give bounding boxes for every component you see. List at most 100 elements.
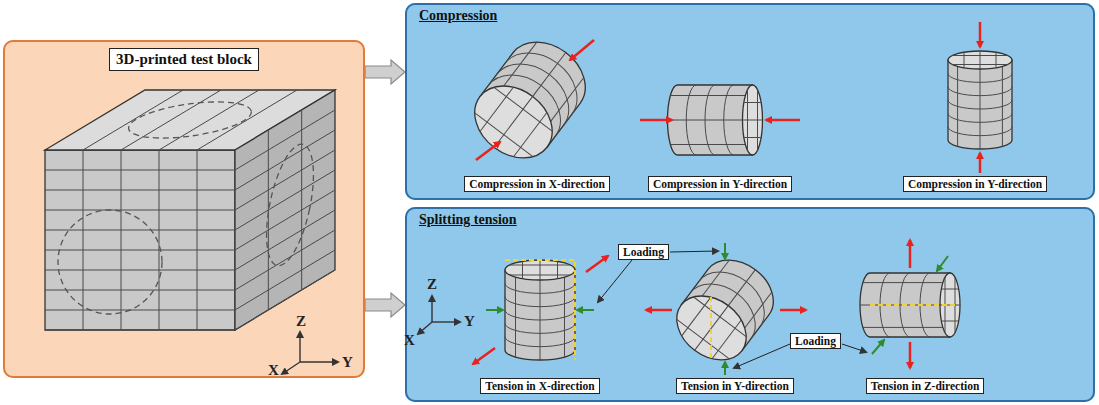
force-arrow <box>476 142 500 160</box>
compression-panel: CompressionCompression in X-direction Com… <box>405 3 1095 200</box>
axis-line <box>432 321 460 322</box>
panel-heading: Splitting tension <box>419 212 517 228</box>
label-text: Loading <box>795 335 836 347</box>
layer-line <box>197 150 198 330</box>
layer-line <box>235 170 335 230</box>
panel-ground <box>405 207 1095 402</box>
layer-line <box>235 250 335 310</box>
test-label: Compression in X-direction <box>464 176 610 192</box>
layer-line <box>235 110 335 170</box>
axis-label: Y <box>342 354 353 371</box>
layer-line <box>45 210 235 211</box>
layer-line <box>45 170 235 171</box>
callout-box: Loading <box>618 244 669 260</box>
cylinder-body <box>948 60 1012 149</box>
layer-line <box>996 52 997 68</box>
panel-ground <box>3 40 365 378</box>
layer-line <box>235 210 335 270</box>
layer-line <box>1002 66 1003 146</box>
cylinder-end <box>743 85 763 155</box>
load-arrow <box>872 340 884 354</box>
force-arrow <box>979 153 982 173</box>
label-text: Compression in Y-direction <box>908 178 1042 190</box>
test-label: Tension in Z-direction <box>866 378 985 394</box>
label-text: Compression in X-direction <box>469 178 605 190</box>
layer-line <box>551 77 584 121</box>
layer-line <box>952 55 1007 56</box>
layer-line <box>45 270 235 271</box>
cylinder-specimen <box>948 51 1012 149</box>
block-arrow <box>365 60 405 84</box>
layer-line <box>45 310 235 311</box>
force-arrow <box>646 309 672 312</box>
force-arrow <box>766 119 800 122</box>
layer-line <box>83 90 183 150</box>
layer-line <box>45 330 235 331</box>
split-plane <box>505 260 575 360</box>
source-panel: 3D-printed test block <box>3 40 365 378</box>
layer-line <box>744 137 761 138</box>
leader-line <box>598 260 632 302</box>
title-box: 3D-printed test block <box>109 48 259 71</box>
cylinder-end <box>505 260 575 280</box>
cylinder-body <box>505 270 575 360</box>
cylinder-end <box>461 71 567 173</box>
force-arrow <box>473 348 495 364</box>
layer-line <box>757 90 758 151</box>
layer-line <box>557 261 558 278</box>
axis-label: Y <box>464 313 475 330</box>
layer-line <box>235 270 335 330</box>
layer-line <box>957 66 958 146</box>
layer-line <box>941 289 958 290</box>
layer-line <box>268 130 269 310</box>
label-text: Tension in Y-direction <box>681 380 789 392</box>
cylinder-body <box>668 85 753 155</box>
layer-line <box>728 270 755 306</box>
leader-line <box>734 344 790 368</box>
test-label: Tension in X-direction <box>480 378 599 394</box>
core-outline <box>126 96 253 145</box>
layer-line <box>540 260 541 280</box>
layer-line <box>235 190 335 250</box>
layer-line <box>747 90 748 151</box>
layer-line <box>475 113 533 157</box>
layer-line <box>494 87 552 131</box>
cylinder-specimen <box>664 247 785 373</box>
block-side-face <box>235 90 335 330</box>
layer-line <box>45 190 235 191</box>
load-arrow <box>577 309 594 311</box>
cylinder-specimen <box>860 273 960 337</box>
layer-line <box>45 230 235 231</box>
layer-line <box>83 150 84 330</box>
layer-line <box>744 102 761 103</box>
load-arrow <box>724 362 726 375</box>
layer-line <box>504 42 537 86</box>
layer-line <box>45 290 235 291</box>
core-outline <box>258 140 323 270</box>
axis-line <box>282 362 300 374</box>
label-text: Compression in Y-direction <box>653 178 787 190</box>
split-plane <box>710 297 712 360</box>
layer-line <box>712 320 741 359</box>
axis-label: X <box>404 332 415 349</box>
layer-line <box>235 230 335 290</box>
force-arrow <box>979 22 982 47</box>
load-arrow <box>486 309 503 311</box>
axis-line <box>299 332 300 362</box>
label-text: Tension in X-direction <box>485 380 594 392</box>
layer-line <box>745 292 772 328</box>
layer-line <box>540 280 541 360</box>
cylinder-specimen <box>505 260 575 360</box>
layer-line <box>670 144 745 145</box>
axis-label: X <box>268 362 279 379</box>
core-outline <box>58 210 162 314</box>
cylinder-end <box>948 51 1012 69</box>
load-arrow <box>937 256 948 271</box>
layer-line <box>964 52 965 68</box>
layer-line <box>301 110 302 290</box>
axis-line <box>300 361 338 362</box>
panel-heading: Compression <box>419 8 497 24</box>
layer-line <box>668 120 743 121</box>
layer-line <box>514 112 547 156</box>
force-arrow <box>909 342 912 368</box>
